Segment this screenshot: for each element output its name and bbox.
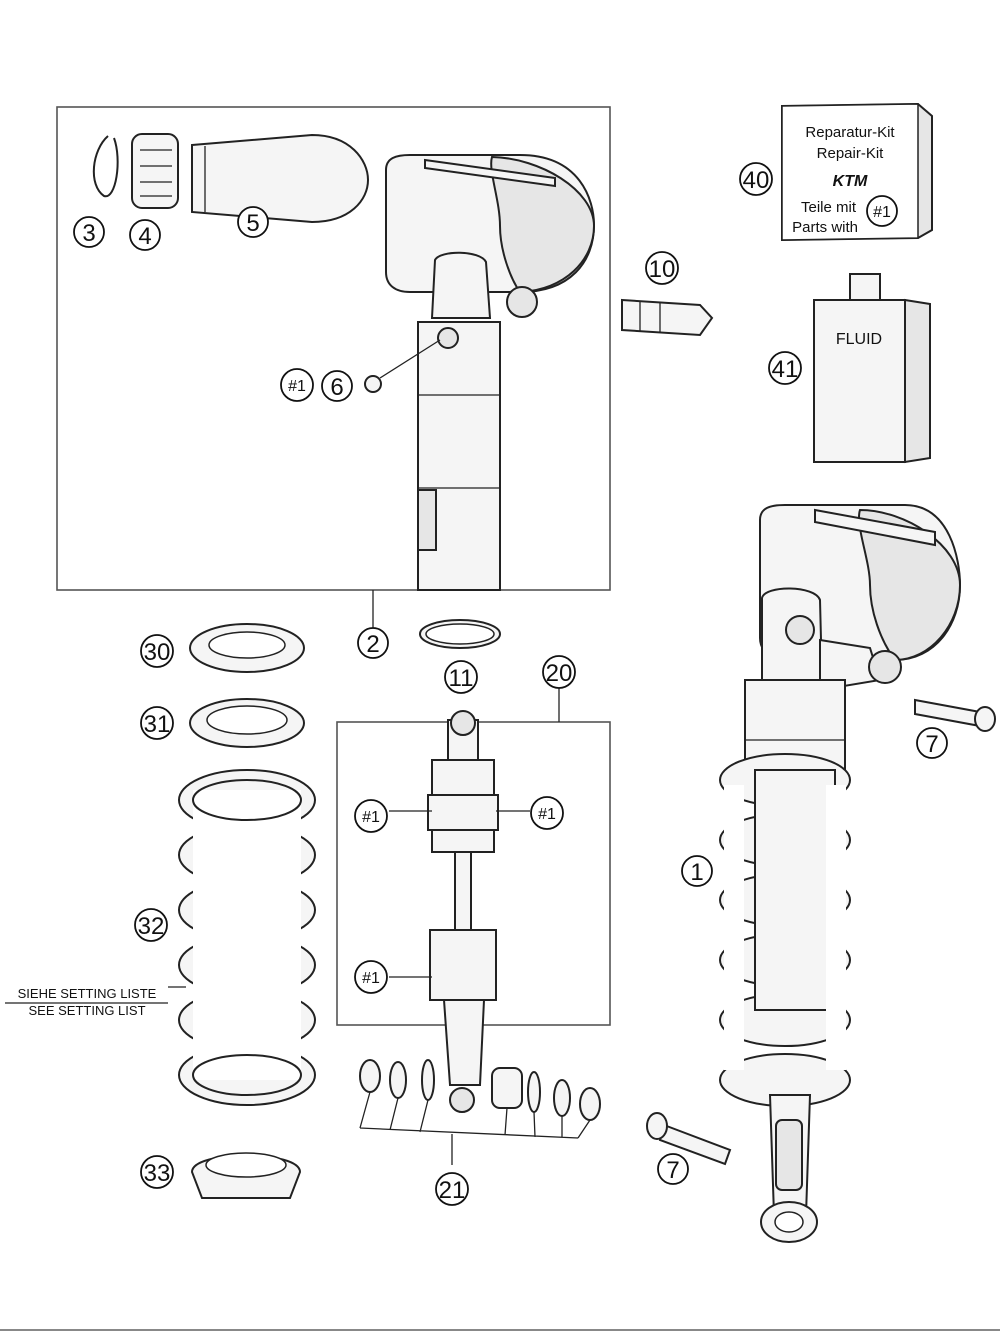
circlip-part <box>92 135 119 198</box>
bladder-part <box>191 133 370 224</box>
callout-21: 21 <box>435 1172 469 1206</box>
svg-text:30: 30 <box>144 639 171 666</box>
callout-4: 4 <box>129 219 161 251</box>
piston-rod-assembly <box>427 710 499 1113</box>
ring-part <box>131 133 179 209</box>
callout-1: 1 <box>681 855 713 887</box>
callout-2: 2 <box>357 627 389 659</box>
callout-hash-piston-3: #1 <box>354 960 388 994</box>
setting-note-de: SIEHE SETTING LISTE <box>18 986 157 1001</box>
ktm-logo: KTM <box>833 173 868 190</box>
svg-text:41: 41 <box>772 356 799 383</box>
svg-text:2: 2 <box>366 631 379 658</box>
svg-text:11: 11 <box>449 665 474 692</box>
bushing-set-21 <box>359 1059 601 1165</box>
washer-part <box>364 339 441 393</box>
svg-text:21: 21 <box>439 1177 466 1204</box>
callout-10: 10 <box>645 251 679 285</box>
circlip-part-11 <box>419 619 501 649</box>
repair-kit-label-de: Reparatur-Kit <box>805 124 895 141</box>
callout-33: 33 <box>140 1155 174 1189</box>
svg-text:7: 7 <box>925 731 938 758</box>
callout-40: 40 <box>739 162 773 196</box>
callout-6: 6 <box>321 370 353 402</box>
callout-hash-kit: #1 <box>866 195 898 227</box>
callout-hash-6: #1 <box>280 368 314 402</box>
spring-retainer-30 <box>189 623 305 673</box>
svg-text:10: 10 <box>649 256 676 283</box>
svg-text:#1: #1 <box>362 809 380 826</box>
group-box-damper <box>56 106 611 591</box>
bolt-part-upper <box>914 698 996 732</box>
svg-text:1: 1 <box>690 859 703 886</box>
svg-text:20: 20 <box>546 660 573 687</box>
callout-7-upper: 7 <box>916 727 948 759</box>
callout-32: 32 <box>134 908 168 942</box>
spring-part <box>178 769 316 1106</box>
callout-30: 30 <box>140 634 174 668</box>
svg-text:#1: #1 <box>538 806 556 823</box>
spring-seat-33 <box>190 1152 302 1199</box>
fluid-label: FLUID <box>836 331 882 348</box>
callout-11: 11 <box>444 660 478 694</box>
svg-text:31: 31 <box>144 711 171 738</box>
svg-text:7: 7 <box>666 1157 679 1184</box>
callout-hash-piston-2: #1 <box>530 796 564 830</box>
callout-31: 31 <box>140 706 174 740</box>
svg-text:#1: #1 <box>873 204 891 221</box>
callout-hash-piston-1: #1 <box>354 799 388 833</box>
fluid-can-part <box>813 273 931 464</box>
valve-part <box>621 298 714 337</box>
bolt-part-lower <box>646 1112 732 1166</box>
complete-shock-assembly <box>719 504 962 1243</box>
repair-kit-label-en: Repair-Kit <box>817 145 885 162</box>
svg-text:6: 6 <box>330 374 343 401</box>
svg-text:4: 4 <box>138 223 151 250</box>
svg-text:5: 5 <box>246 210 259 237</box>
repair-kit-parts-en: Parts with <box>792 219 858 236</box>
callout-7-lower: 7 <box>657 1153 689 1185</box>
svg-text:3: 3 <box>82 220 95 247</box>
svg-text:33: 33 <box>144 1160 171 1187</box>
callout-5: 5 <box>237 206 269 238</box>
callout-3: 3 <box>73 216 105 248</box>
setting-note-en: SEE SETTING LIST <box>28 1003 145 1018</box>
damper-body-part <box>385 154 596 591</box>
callout-41: 41 <box>768 351 802 385</box>
svg-text:40: 40 <box>743 167 770 194</box>
spring-retainer-31 <box>189 698 305 748</box>
callout-20: 20 <box>542 655 576 689</box>
svg-text:#1: #1 <box>288 378 306 395</box>
repair-kit-parts-de: Teile mit <box>801 199 857 216</box>
svg-text:32: 32 <box>138 913 165 940</box>
svg-text:#1: #1 <box>362 970 380 987</box>
